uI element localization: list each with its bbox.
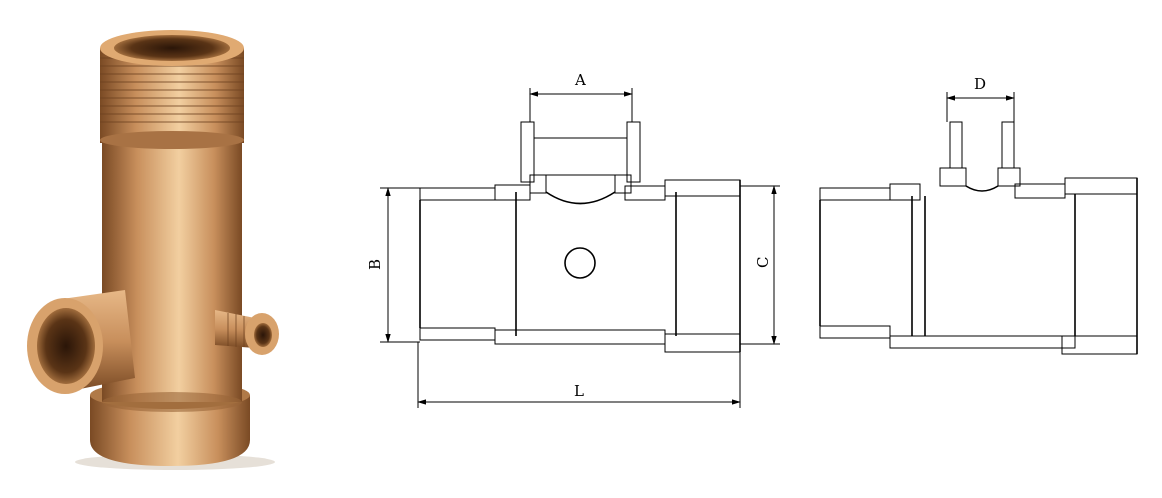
drawing1-dimensions: A B C L: [366, 71, 780, 408]
section-drawing-2: D: [819, 75, 1138, 355]
drawing2-bore-lines: [819, 178, 1138, 354]
dimension-label-b: B: [366, 259, 384, 270]
drawing2-dimensions: D: [946, 75, 1015, 122]
dimension-label-d: D: [974, 75, 986, 93]
fitting-photo: [27, 30, 279, 470]
section-drawing-1: A B C L: [366, 71, 780, 408]
dimension-label-c: C: [754, 257, 772, 268]
dimension-label-l: L: [574, 382, 584, 400]
drawing2-hatched-walls: [819, 121, 1138, 355]
drawing1-side-port: [564, 247, 596, 279]
drawing1-hatched-walls: [419, 121, 741, 353]
drawing1-bore-lines: [419, 137, 741, 352]
dimension-label-a: A: [574, 71, 586, 89]
